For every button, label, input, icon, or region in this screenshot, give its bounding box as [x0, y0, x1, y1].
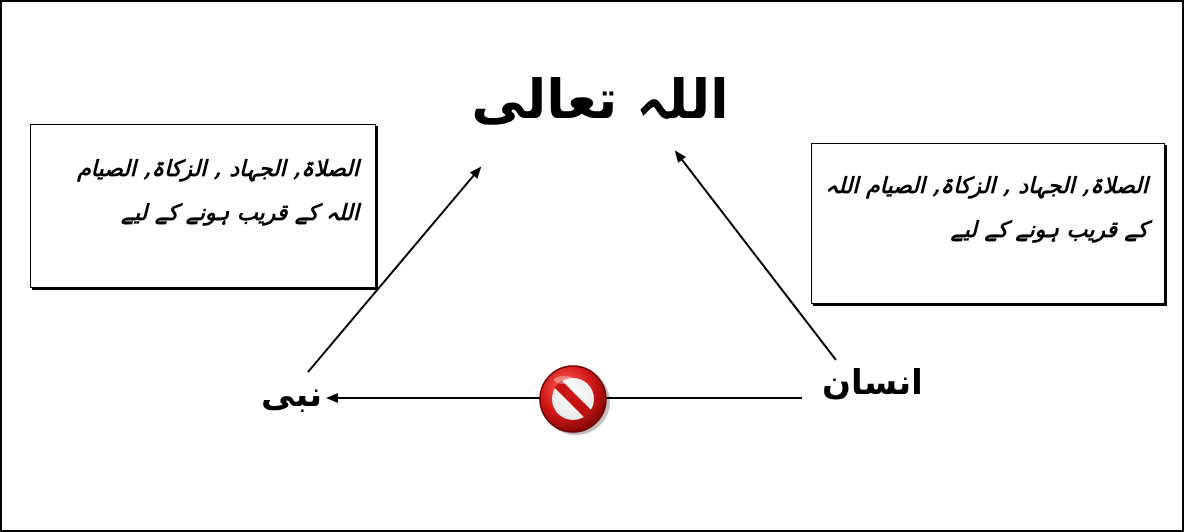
left-text-box: الصلاۃ, الجہاد , الزکاۃ, الصیام اللہ کے … — [30, 124, 376, 288]
node-nabi: نبی — [260, 375, 322, 415]
right-box-line-1: الصلاۃ, الجہاد , الزکاۃ, الصیام اللہ — [825, 173, 1148, 199]
arrow-nabi-to-allah — [307, 166, 482, 373]
right-box-line-2: کے قریب ہونے کے لیے — [950, 217, 1148, 243]
diagram-title: اللہ تعالی — [471, 68, 729, 131]
arrow-insan-to-allah — [674, 150, 837, 361]
left-box-line-2: اللہ کے قریب ہونے کے لیے — [121, 200, 359, 226]
node-insan: انسان — [822, 363, 923, 403]
no-entry-icon — [539, 365, 610, 435]
left-box-line-1: الصلاۃ, الجہاد , الزکاۃ, الصیام — [77, 156, 359, 182]
right-text-box: الصلاۃ, الجہاد , الزکاۃ, الصیام اللہ کے … — [811, 143, 1165, 304]
